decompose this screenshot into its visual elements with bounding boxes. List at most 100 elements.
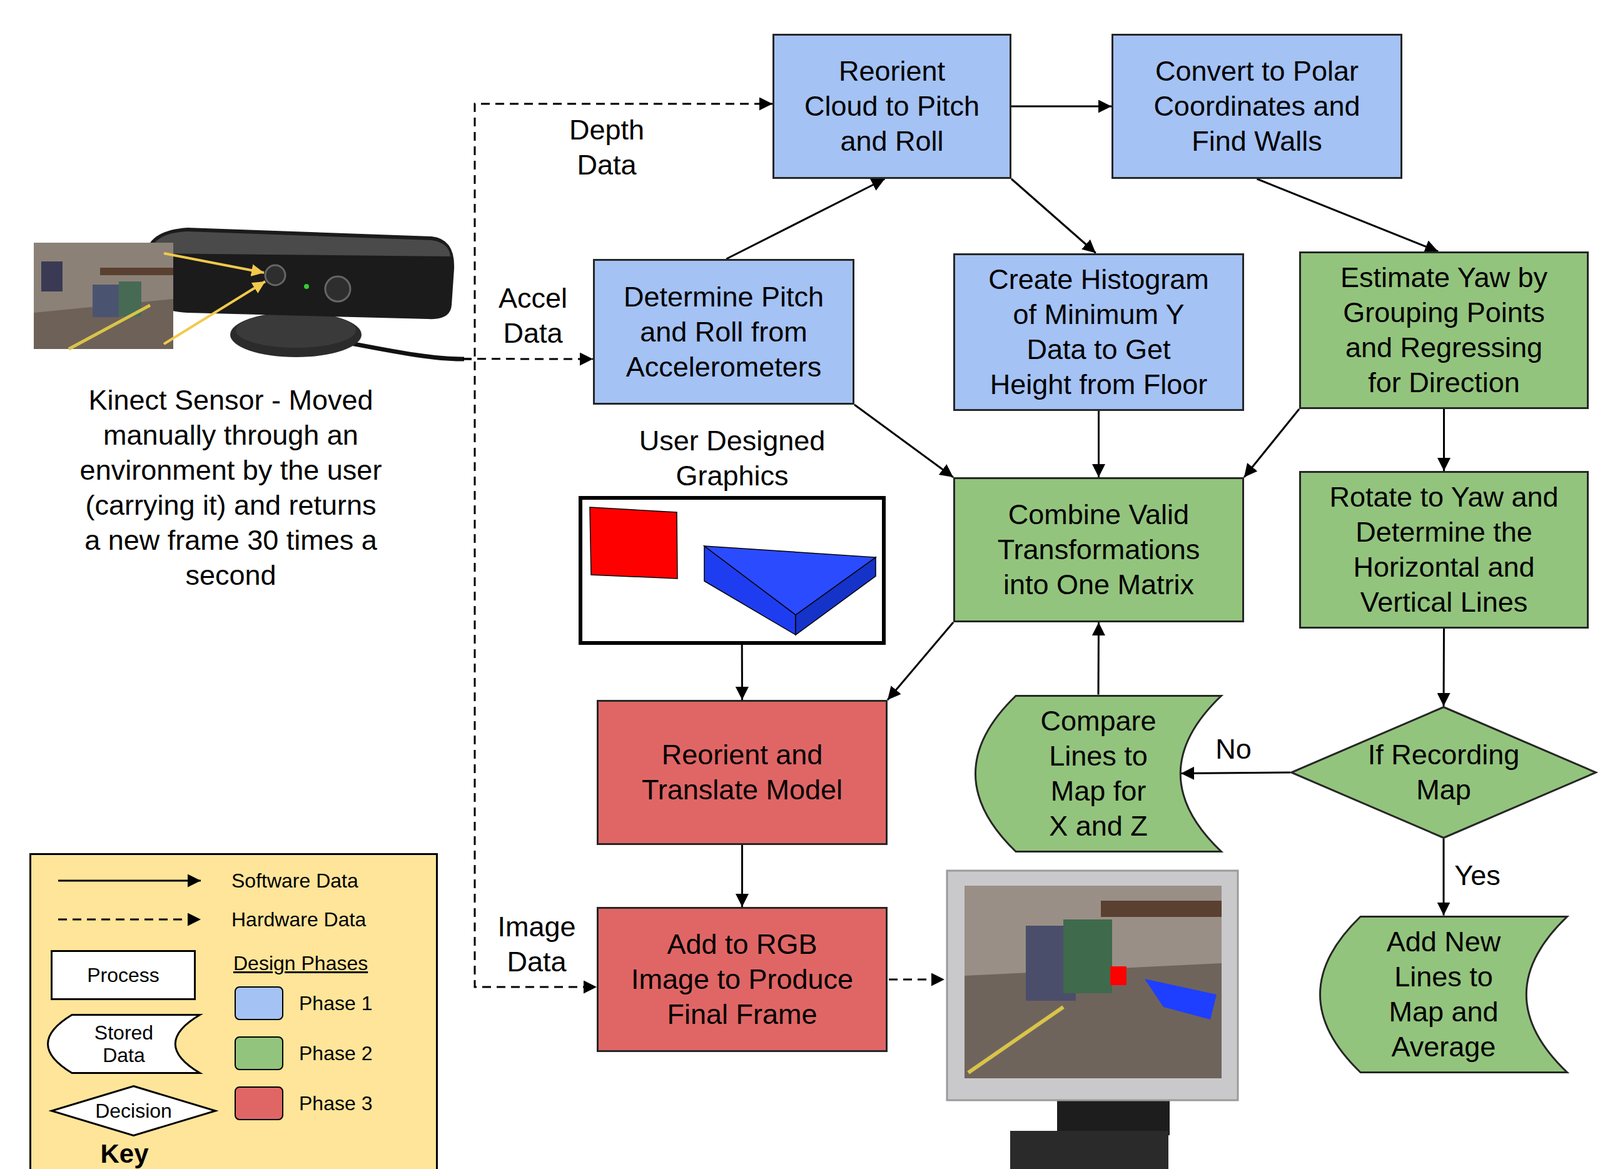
hardware-data-arrow — [462, 357, 593, 360]
process-box: Combine Valid Transformations into One M… — [953, 477, 1245, 623]
legend-text: Hardware Data — [231, 906, 366, 932]
illustration-rect — [1100, 900, 1222, 917]
illustration-line — [888, 978, 945, 981]
software-data-arrow — [1257, 178, 1439, 252]
process-box: Create Histogram of Minimum Y Data to Ge… — [953, 253, 1245, 411]
software-data-arrow — [1097, 622, 1101, 695]
node-text: Determine Pitch and Roll from Accelerome… — [611, 279, 837, 385]
stored-data-outline — [975, 695, 1222, 852]
illustration-polygon — [704, 546, 876, 615]
software-data-arrow — [741, 845, 744, 907]
stored-data-sample — [48, 1015, 201, 1074]
process-box: Rotate to Yaw and Determine the Horizont… — [1299, 470, 1589, 629]
legend-box: Software DataHardware DataProcessStored … — [29, 853, 438, 1169]
node-text: Reorient Cloud to Pitch and Roll — [800, 53, 984, 159]
node-text: Create Histogram of Minimum Y Data to Ge… — [983, 262, 1215, 403]
illustration-rect — [1010, 1130, 1169, 1169]
legend-shape: Stored Data — [46, 1013, 201, 1074]
software-data-arrow — [1443, 409, 1445, 471]
process-box: Determine Pitch and Roll from Accelerome… — [592, 258, 855, 405]
illustration-rect — [100, 267, 174, 276]
illustration-ellipse — [235, 312, 356, 348]
node-text: Convert to Polar Coordinates and Find Wa… — [1141, 53, 1373, 159]
node-text: Reorient and Translate Model — [626, 737, 859, 808]
legend-text: Stored Data — [83, 1021, 165, 1067]
legend-title: Key — [31, 1140, 218, 1168]
software-data-arrow — [1443, 838, 1445, 916]
process-box: Reorient and Translate Model — [596, 699, 888, 846]
node-text: Add to RGB Image to Produce Final Frame — [626, 926, 859, 1033]
edge-label: Depth Data — [554, 112, 660, 183]
software-data-arrow — [854, 404, 954, 478]
illustration-rect — [1063, 919, 1113, 994]
illustration-circle — [325, 276, 351, 302]
software-data-arrow — [1180, 772, 1291, 774]
node-text: Estimate Yaw by Grouping Points and Regr… — [1328, 260, 1560, 401]
illustration-line — [163, 281, 266, 345]
decision-outline — [1291, 707, 1597, 839]
illustration-line — [68, 305, 151, 350]
node-text: Rotate to Yaw and Determine the Horizont… — [1325, 479, 1564, 620]
decision-sample — [51, 1086, 216, 1136]
illustration-circle — [265, 265, 286, 286]
legend-text: Decision — [71, 1099, 197, 1123]
illustration-ellipse — [230, 312, 362, 358]
process-box: Add to RGB Image to Produce Final Frame — [596, 906, 888, 1053]
shape-outline — [1290, 706, 1597, 839]
edge-label: No — [1212, 731, 1255, 767]
software-data-arrow — [1097, 410, 1100, 478]
node-text: Combine Valid Transformations into One M… — [983, 497, 1215, 603]
software-line-sample — [58, 880, 201, 882]
legend-shape: Decision — [50, 1085, 217, 1137]
legend-text: Process — [60, 963, 186, 987]
legend-swatch — [234, 986, 284, 1021]
legend-swatch — [234, 1086, 284, 1121]
legend-text: Software Data — [231, 868, 359, 894]
hardware-line-sample — [58, 918, 201, 921]
node-text: Add New Lines to Map and Average — [1381, 924, 1507, 1065]
edge-label: Image Data — [490, 909, 583, 980]
illustration-path — [145, 227, 455, 319]
illustration-rect — [1057, 1097, 1170, 1136]
illustration-rect — [1110, 966, 1127, 986]
stored-data: Add New Lines to Map and Average — [1319, 915, 1569, 1074]
sensor-node: Kinect Sensor - Moved manually through a… — [31, 212, 463, 601]
node-text: If Recording Map — [1365, 737, 1522, 808]
process-box: Estimate Yaw by Grouping Points and Regr… — [1299, 251, 1589, 410]
software-data-arrow — [887, 622, 954, 700]
legend-shape: Process — [50, 950, 196, 1001]
illustration-rect — [946, 870, 1238, 1101]
graphics-illustration — [589, 507, 876, 635]
illustration-rect — [964, 885, 1222, 1079]
process-sample — [51, 951, 196, 1000]
hardware-data-arrow — [462, 359, 597, 988]
illustration-path — [337, 340, 465, 360]
illustration-path — [150, 231, 451, 257]
node-text: User Designed Graphics — [619, 423, 846, 494]
graphics-box: User Designed Graphics — [578, 496, 886, 645]
kinect-illustration — [33, 227, 465, 360]
stored-data: Compare Lines to Map for X and Z — [974, 694, 1223, 853]
node-text: Kinect Sensor - Moved manually through a… — [78, 382, 383, 593]
illustration-rect — [41, 261, 63, 292]
software-data-arrow — [1011, 105, 1112, 108]
edge-label: Accel Data — [489, 280, 577, 351]
legend-swatch — [234, 1036, 284, 1071]
illustration-polygon — [589, 507, 678, 579]
legend-heading: Design Phases — [233, 950, 368, 976]
illustration-rect — [33, 242, 174, 350]
software-data-arrow — [1244, 409, 1300, 478]
software-data-arrow — [1443, 628, 1446, 707]
software-data-arrow — [726, 178, 885, 259]
illustration-rect — [92, 284, 119, 318]
illustration-circle — [303, 283, 309, 289]
process-box: Convert to Polar Coordinates and Find Wa… — [1111, 33, 1403, 179]
software-data-arrow — [741, 644, 744, 700]
stored-data-outline — [1320, 916, 1568, 1073]
illustration-line — [968, 1007, 1064, 1073]
process-box: Reorient Cloud to Pitch and Roll — [772, 33, 1012, 179]
software-data-arrow — [1011, 178, 1096, 254]
decision-diamond: If Recording Map — [1290, 706, 1597, 839]
node-text: Compare Lines to Map for X and Z — [1038, 703, 1158, 844]
legend-text: Phase 3 — [298, 1090, 373, 1116]
